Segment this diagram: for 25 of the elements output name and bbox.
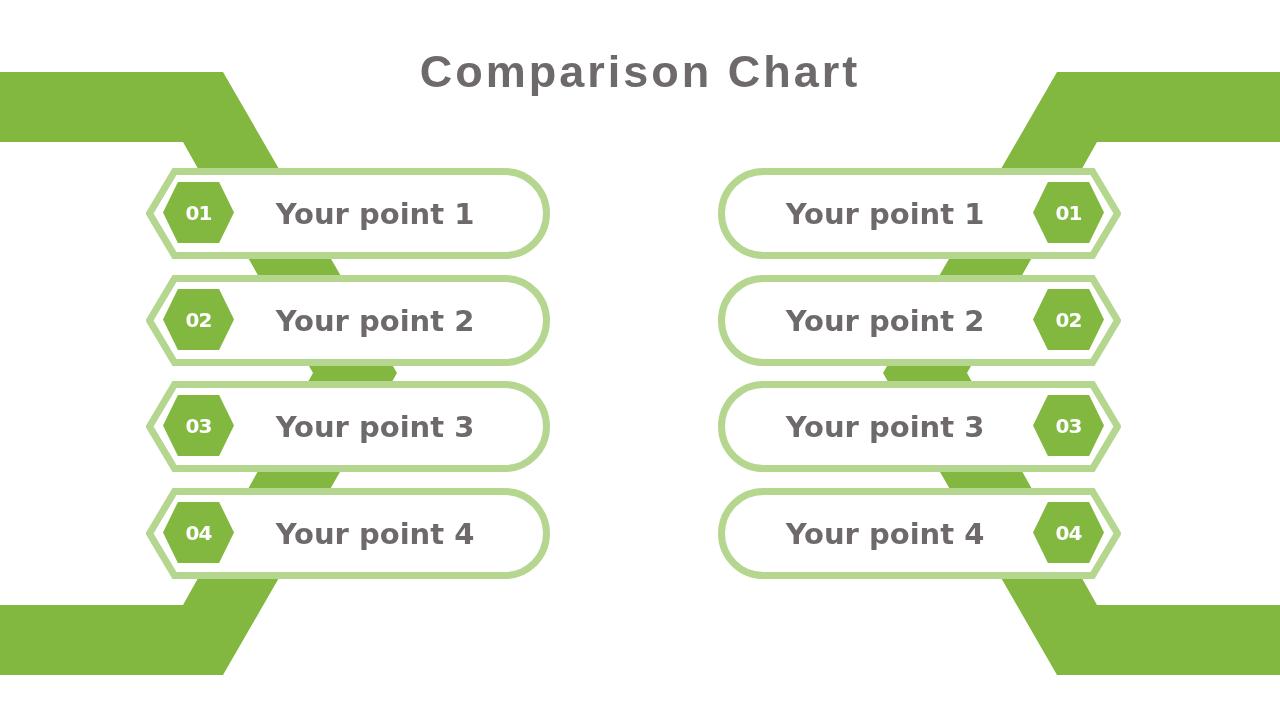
number-hexagon: 04 <box>163 502 234 563</box>
point-text: Your point 3 <box>785 409 985 444</box>
number-hexagon: 01 <box>1033 182 1104 243</box>
point-card <box>146 488 550 579</box>
point-card <box>146 168 550 259</box>
number-hexagon: 02 <box>1033 289 1104 350</box>
point-text: Your point 1 <box>275 196 475 231</box>
point-card <box>718 381 1121 472</box>
chart-title: Comparison Chart <box>419 47 861 97</box>
number-hexagon: 03 <box>1033 395 1104 456</box>
point-text: Your point 4 <box>275 516 475 551</box>
point-text: Your point 3 <box>275 409 475 444</box>
point-card <box>718 488 1121 579</box>
number-hexagon: 02 <box>163 289 234 350</box>
point-text: Your point 2 <box>785 303 985 338</box>
number-hexagon: 03 <box>163 395 234 456</box>
point-text: Your point 4 <box>785 516 985 551</box>
point-card <box>718 168 1121 259</box>
number-hexagon: 04 <box>1033 502 1104 563</box>
number-hexagon: 01 <box>163 182 234 243</box>
point-card <box>146 381 550 472</box>
point-text: Your point 1 <box>785 196 985 231</box>
point-card <box>146 275 550 366</box>
point-card <box>718 275 1121 366</box>
point-text: Your point 2 <box>275 303 475 338</box>
